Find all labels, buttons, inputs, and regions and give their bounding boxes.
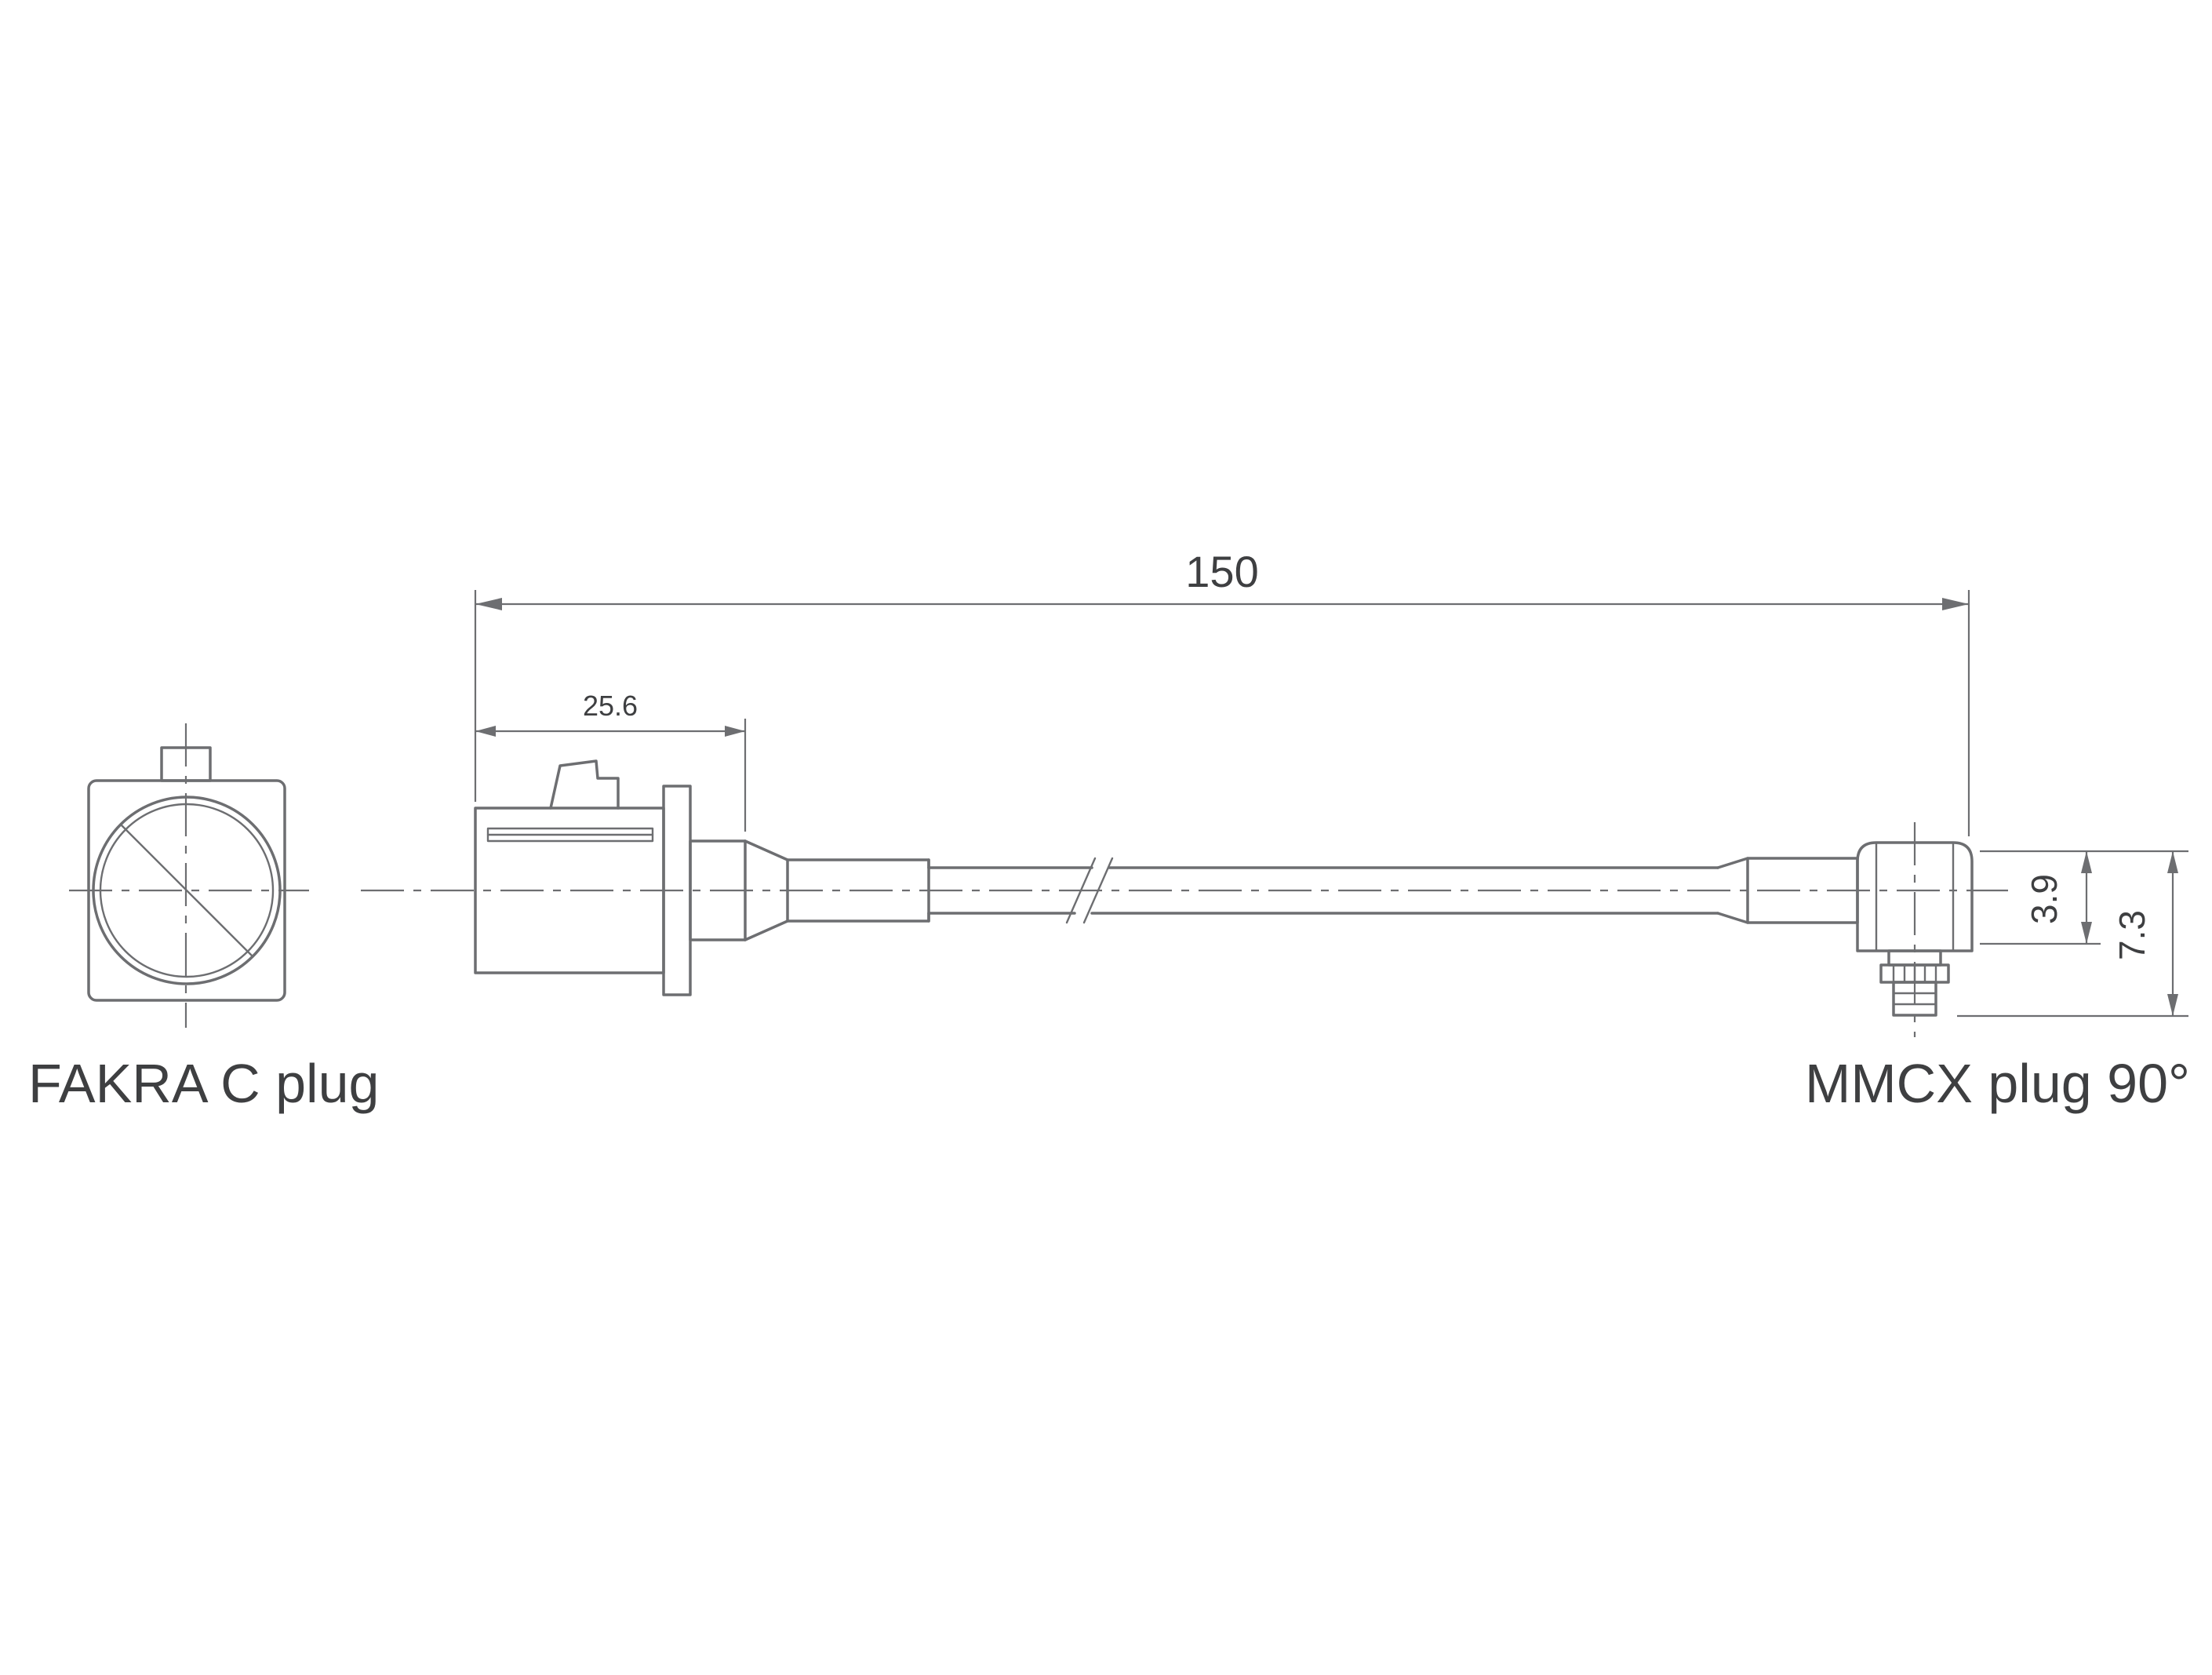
dim-plug-height-text: 7.3 bbox=[2112, 910, 2152, 960]
mmcx-plug bbox=[1716, 822, 1974, 1037]
fakra-rear-section bbox=[689, 839, 747, 941]
mmcx-nut-knurl bbox=[1892, 963, 1937, 984]
mmcx-body bbox=[1856, 841, 1974, 952]
arrow-top bbox=[2167, 851, 2178, 873]
arrow-right bbox=[725, 726, 745, 737]
mmcx-barrel bbox=[1892, 981, 1937, 1017]
dimension-plug-height: 7.3 bbox=[1957, 851, 2188, 1018]
front-view-inner-circle bbox=[99, 803, 275, 978]
arrow-bottom bbox=[2167, 994, 2178, 1016]
front-view-housing bbox=[87, 779, 286, 1002]
fakra-front-view bbox=[69, 723, 309, 1028]
cable-break-symbol bbox=[1065, 857, 1114, 924]
arrow-left bbox=[475, 726, 496, 737]
arrow-top bbox=[2081, 851, 2092, 873]
fakra-boot-taper-bottom bbox=[744, 919, 789, 941]
front-view-outer-circle bbox=[92, 796, 282, 985]
label-fakra-plug: FAKRA C plug bbox=[28, 1053, 379, 1114]
mmcx-boot-taper-top bbox=[1716, 857, 1749, 869]
label-mmcx-plug: MMCX plug 90° bbox=[1805, 1053, 2190, 1114]
dimension-fakra-length: 25.6 bbox=[475, 690, 747, 832]
dim-cable-diameter-text: 3.9 bbox=[2024, 874, 2065, 924]
fakra-boot-taper-top bbox=[744, 839, 789, 861]
mmcx-boot-taper-bottom bbox=[1716, 912, 1749, 924]
dimension-cable-diameter: 3.9 bbox=[1980, 850, 2188, 945]
dimension-overall-length: 150 bbox=[474, 547, 1970, 836]
fakra-latch bbox=[549, 759, 620, 810]
arrow-left bbox=[475, 598, 502, 610]
fakra-side-view bbox=[474, 759, 930, 996]
arrow-bottom bbox=[2081, 922, 2092, 944]
fakra-boot bbox=[786, 858, 930, 923]
dim-overall-length-text: 150 bbox=[1185, 547, 1258, 596]
cable bbox=[927, 857, 1719, 924]
dim-fakra-length-text: 25.6 bbox=[583, 690, 638, 722]
arrow-right bbox=[1942, 598, 1969, 610]
front-view-key-chord bbox=[119, 823, 254, 958]
